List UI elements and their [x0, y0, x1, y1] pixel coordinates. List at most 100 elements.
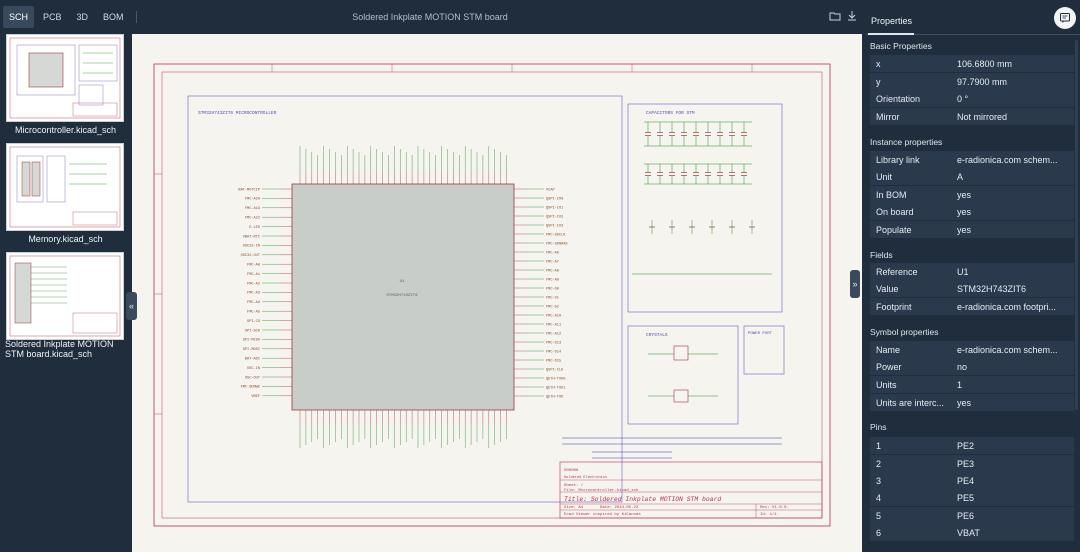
property-row[interactable]: Value STM32H743ZIT6	[870, 280, 1074, 297]
right-pin-label: QSPI-IO0	[546, 197, 563, 201]
property-row[interactable]: Units are interc...yes	[870, 394, 1074, 411]
section-header: Instance properties	[870, 137, 943, 147]
sheet-preview-top	[9, 255, 121, 337]
property-value: PE4	[957, 475, 975, 486]
property-key: 5	[876, 510, 882, 521]
sheet-label-memory[interactable]: Memory.kicad_sch	[28, 234, 103, 244]
left-pin-label: FMC-A2	[247, 282, 260, 286]
property-value: A	[957, 171, 964, 182]
collapse-properties-button[interactable]: »	[850, 270, 860, 298]
right-pin-label: FMC-D13	[546, 341, 561, 345]
left-pin-label: BAT-ADC	[245, 358, 260, 362]
property-value: 1	[957, 379, 963, 390]
title-block-date: Date: 2024-05-22	[600, 506, 639, 510]
right-pin-label: QSPI-CLK	[546, 368, 564, 372]
sheet-outer-border	[153, 63, 831, 527]
property-key: Library link	[876, 154, 920, 165]
property-key: y	[876, 76, 881, 87]
mcu-bottom-pins	[299, 410, 507, 448]
right-pin-label: VCAP	[546, 188, 555, 192]
document-title: Soldered Inkplate MOTION STM board	[352, 12, 508, 22]
right-pin-label: QETH-TXD0	[546, 377, 565, 381]
sheet-sidebar: Microcontroller.kicad_sch Memory.kicad_s…	[0, 34, 131, 552]
tab-pcb[interactable]: PCB	[43, 12, 62, 22]
property-row[interactable]: 3 PE4	[870, 472, 1074, 489]
property-key: 3	[876, 475, 882, 486]
capacitor-rails	[632, 121, 772, 275]
property-key: Value	[876, 283, 899, 294]
folder-open-icon[interactable]	[829, 10, 841, 22]
property-key: Orientation	[876, 93, 921, 104]
right-pin-label: FMC-A6	[546, 251, 559, 255]
schematic-drawing: STM32H743ZIT6 MICROCONTROLLER U1 STM32H7…	[153, 63, 831, 527]
property-key: x	[876, 58, 881, 69]
right-pin-label: FMC-A11	[546, 323, 561, 327]
left-pin-label: FMC-A22	[245, 217, 260, 221]
title-block-title: Title: Soldered Inkplate MOTION STM boar…	[564, 496, 721, 503]
left-pin-label: FMC-A5	[247, 311, 260, 315]
property-value: STM32H743ZIT6	[957, 283, 1027, 294]
property-value: U1	[957, 266, 969, 277]
left-pin-label: OSC-IN	[247, 367, 260, 371]
mcu-right-pins: VCAPQSPI-IO0QSPI-IO1QSPI-IO2QSPI-IO3FMC-…	[514, 188, 568, 399]
sheet-label-top[interactable]: Soldered Inkplate MOTION STM board.kicad…	[5, 339, 114, 359]
right-pin-label: QSPI-IO2	[546, 215, 563, 219]
left-pin-label: FMC-A3	[247, 292, 260, 296]
mcu-part-number: STM32H743ZIT6	[386, 294, 418, 298]
sheet-thumbnail-microcontroller[interactable]	[6, 34, 124, 122]
tab-sch[interactable]: SCH	[3, 6, 35, 28]
property-value: 97.7900 mm	[957, 76, 1008, 87]
left-pin-label: OSC32-IN	[243, 245, 260, 249]
left-pin-label: FMC-A4	[247, 301, 260, 305]
property-value: yes	[957, 224, 972, 235]
property-value: e-radionica.com footpri...	[957, 301, 1057, 312]
right-pin-label: FMC-A8	[546, 269, 559, 273]
property-value: yes	[957, 189, 972, 200]
schematic-canvas[interactable]: STM32H743ZIT6 MICROCONTROLLER U1 STM32H7…	[132, 34, 862, 552]
left-pin-label: FMC-SDNWE	[241, 386, 260, 390]
property-value: PE2	[957, 440, 975, 451]
tab-bom[interactable]: BOM	[103, 12, 124, 22]
right-pin-label: FMC-D15	[546, 359, 561, 363]
left-pin-label: VREF	[251, 395, 260, 399]
chat-button[interactable]	[1054, 7, 1076, 29]
sheet-thumbnail-memory[interactable]	[6, 143, 124, 231]
download-icon[interactable]	[846, 10, 858, 22]
sheet-thumbnail-top[interactable]	[6, 252, 124, 340]
properties-scrollbar[interactable]	[1075, 40, 1078, 410]
right-pin-label: FMC-SDNRAS	[546, 242, 568, 246]
collapse-sidebar-button[interactable]: «	[126, 292, 137, 320]
left-pin-label: FMC-A19	[245, 207, 260, 211]
property-row[interactable]: y 97.7900 mm	[870, 73, 1074, 90]
right-pin-label: QETH-TXD	[546, 395, 563, 399]
title-block: S00006 Soldered Electronics Sheet: / Fil…	[559, 461, 823, 519]
property-key: Power	[876, 361, 902, 372]
capacitors-block-frame	[627, 103, 783, 313]
property-value: PE5	[957, 492, 975, 503]
crystal-lse	[673, 389, 689, 403]
title-block-viewer: Ecad Viewer inspired by KiCanvas	[564, 512, 641, 517]
title-block-size: Size: A4	[564, 505, 584, 510]
sheet-label-microcontroller[interactable]: Microcontroller.kicad_sch	[14, 125, 117, 135]
mcu-reference: U1	[400, 280, 405, 284]
tab-3d[interactable]: 3D	[76, 12, 89, 22]
